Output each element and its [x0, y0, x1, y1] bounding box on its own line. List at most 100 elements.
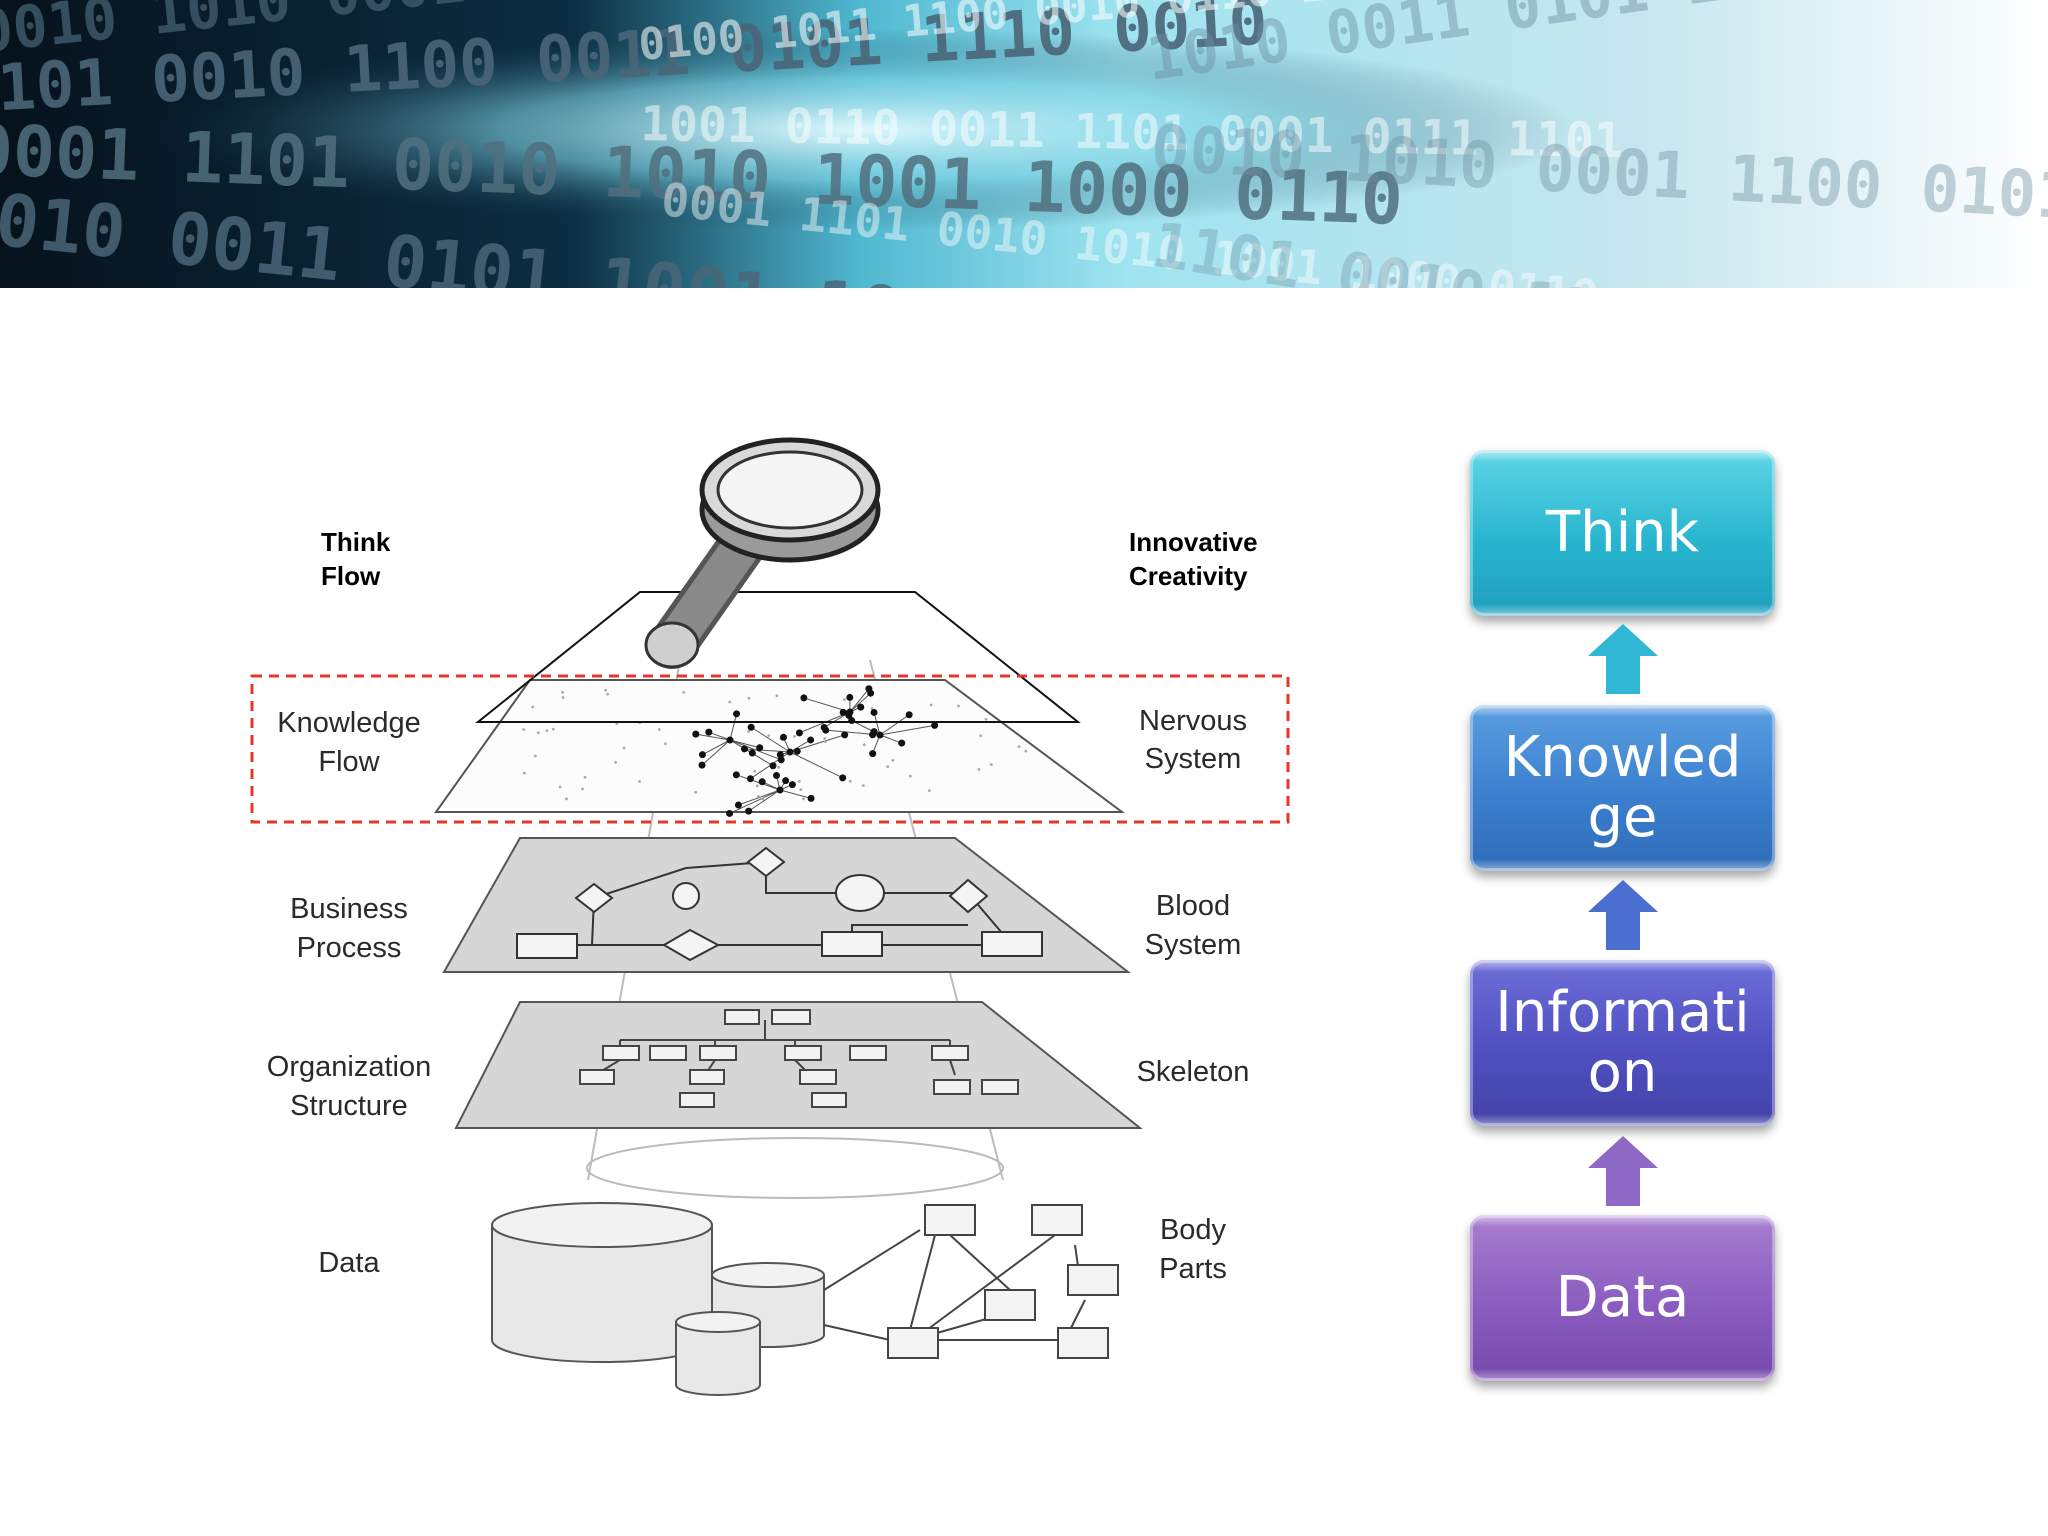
label-business: Business [290, 893, 408, 925]
process-flow [516, 846, 1043, 962]
network-dust [657, 728, 661, 731]
network-edge [750, 726, 791, 753]
network-node [867, 689, 875, 697]
network-dust [824, 740, 827, 743]
network-dust [775, 694, 779, 698]
network-node [746, 775, 754, 783]
network-dust [747, 696, 751, 700]
network-dust [862, 743, 866, 747]
network-node [769, 762, 777, 770]
network-dust [756, 794, 760, 798]
network-dust [581, 787, 584, 791]
network-dust [583, 775, 587, 779]
network-node [788, 781, 796, 789]
network-dust [663, 742, 667, 746]
network-edge [744, 748, 791, 753]
network-node [779, 733, 787, 741]
network-dust [927, 789, 931, 793]
network-node [705, 728, 713, 736]
network-dust [1017, 745, 1021, 748]
network-dust [777, 765, 781, 769]
network-dust [929, 703, 933, 707]
network-dust [767, 734, 770, 738]
label-think: Think [321, 527, 391, 557]
network-dust [531, 705, 535, 709]
network-dust [604, 688, 607, 692]
network-node [772, 771, 780, 779]
network-edge [729, 739, 760, 749]
network-node [756, 744, 764, 752]
knowledge-level-label: Knowledge [1503, 725, 1742, 850]
network-dust [747, 730, 750, 733]
network-edge [849, 692, 871, 713]
label-innovative: Innovative [1129, 527, 1258, 557]
network-dust [545, 729, 549, 732]
organization-structure-layer [454, 1001, 1143, 1129]
network-edge [873, 712, 881, 736]
network-edge [701, 739, 731, 766]
network-edge [789, 751, 843, 779]
network-dust [551, 727, 555, 731]
network-node [733, 710, 741, 718]
network-edge [779, 789, 812, 799]
network-node [748, 749, 756, 757]
network-node [839, 708, 847, 716]
network-edge [702, 739, 731, 756]
network-dust [638, 779, 641, 783]
network-edge [729, 739, 753, 754]
network-node [734, 801, 742, 809]
label-parts: Parts [1159, 1253, 1227, 1285]
network-node [898, 739, 906, 747]
network-node [822, 726, 830, 734]
network-dust [908, 774, 912, 778]
network-dust [533, 754, 537, 758]
business-process-layer [442, 837, 1131, 973]
network-dust [848, 779, 852, 783]
label-knowledge: Knowledge [277, 707, 421, 739]
network-edge [729, 789, 781, 814]
network-dust [843, 698, 846, 701]
network-node [807, 736, 815, 744]
network-dust [753, 769, 757, 773]
network-dust [857, 731, 861, 735]
think-level-label: Think [1545, 500, 1700, 565]
label-blood-system: System [1145, 929, 1242, 961]
network-edge [748, 789, 781, 812]
network-node [807, 794, 815, 802]
network-node [839, 774, 847, 782]
network-node [841, 731, 849, 739]
network-dust [823, 737, 826, 740]
network-dust [561, 690, 564, 694]
network-node [758, 778, 766, 786]
network-edge [789, 739, 811, 753]
network-dust [761, 797, 765, 801]
information-level-label: Information [1495, 980, 1750, 1105]
label-structure: Structure [290, 1090, 408, 1122]
network-node [740, 745, 748, 753]
highlight-box [250, 674, 1290, 824]
network-edge [695, 733, 731, 741]
network-dust [802, 797, 805, 801]
network-node [698, 761, 706, 769]
network-node [777, 756, 785, 764]
network-node [846, 708, 854, 716]
network-dust [728, 700, 732, 704]
label-body: Body [1160, 1214, 1227, 1246]
arrow-up-icon [1588, 880, 1658, 950]
network-node [793, 747, 801, 755]
network-dust [614, 760, 618, 764]
knowledge-flow-layer [434, 679, 1126, 813]
network-node [747, 723, 755, 731]
label-knowledge-flow: Flow [318, 746, 380, 778]
label-nervous-system: System [1145, 743, 1242, 775]
network-node [857, 703, 865, 711]
network-dust [977, 768, 981, 771]
network-node [931, 721, 939, 729]
network-dust [957, 704, 960, 708]
document-network [823, 1204, 1119, 1359]
label-process: Process [297, 932, 402, 964]
knowledge-level-box: Knowledge [1470, 705, 1775, 871]
database-cylinders [491, 1202, 825, 1396]
network-node [800, 694, 808, 702]
data-level-label: Data [1555, 1265, 1690, 1330]
